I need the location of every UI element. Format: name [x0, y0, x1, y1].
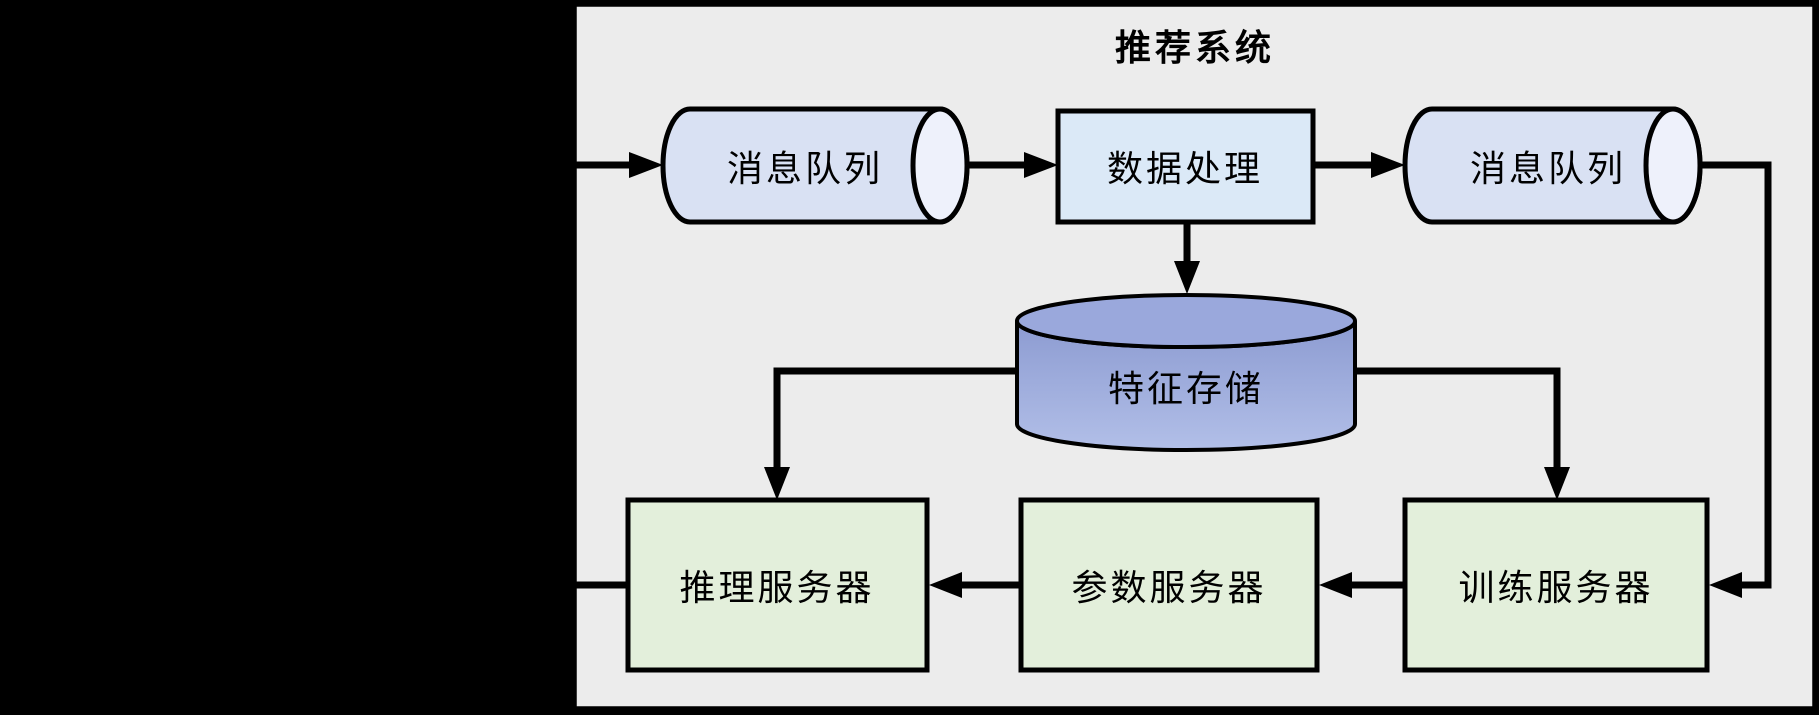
- arrow-input: [575, 152, 663, 178]
- label-data-processing: 数据处理: [1106, 149, 1264, 189]
- label-training-server: 训练服务器: [1458, 568, 1654, 608]
- label-inference-server: 推理服务器: [679, 568, 875, 608]
- arrow-training-to-parameter: [1319, 572, 1405, 598]
- label-message-queue-2: 消息队列: [1469, 149, 1627, 189]
- process-box: [1055, 108, 1316, 225]
- datastore-lid: [1015, 293, 1357, 349]
- arrow-queue1-to-process: [967, 152, 1058, 178]
- arrow-process-to-queue2: [1313, 152, 1405, 178]
- training-server-box: [1402, 497, 1710, 673]
- label-parameter-server: 参数服务器: [1071, 568, 1267, 608]
- arrow-datastore-to-inference: [764, 367, 1017, 500]
- connector-layer: [575, 152, 1772, 598]
- queue-2-cap: [1643, 106, 1703, 225]
- arrow-parameter-to-inference: [929, 572, 1021, 598]
- label-message-queue-1: 消息队列: [726, 149, 884, 189]
- label-feature-store: 特征存储: [1107, 369, 1265, 409]
- arrow-datastore-to-training: [1355, 367, 1570, 500]
- inference-server-box: [625, 497, 930, 673]
- queue-1-cap: [910, 106, 970, 225]
- diagram-title: 推荐系统: [1114, 28, 1276, 68]
- parameter-server-box: [1018, 497, 1320, 673]
- arrow-queue2-to-training: [1700, 161, 1772, 598]
- arrow-process-to-datastore: [1174, 222, 1200, 294]
